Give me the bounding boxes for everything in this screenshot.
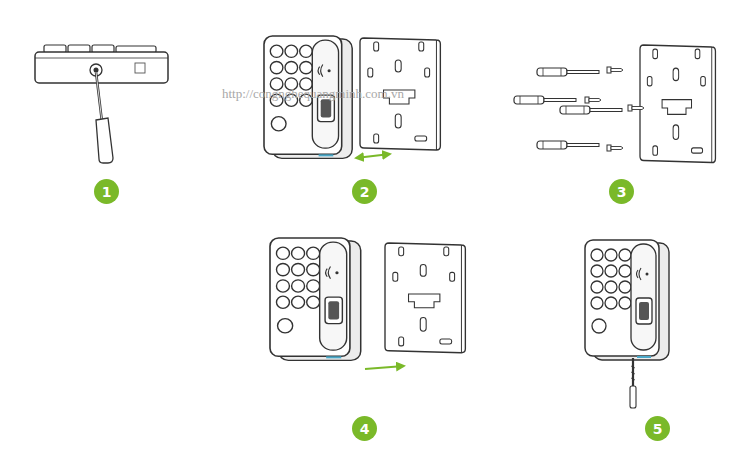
step5-mounted-device-part bbox=[632, 358, 634, 386]
step3-screw-plate-part bbox=[640, 45, 715, 163]
step4-device-and-plate-part bbox=[385, 243, 465, 353]
step3-screw-plate-part bbox=[560, 106, 622, 114]
step-number-circle: 1 bbox=[94, 179, 119, 204]
step-number: 1 bbox=[102, 185, 112, 199]
step-number: 2 bbox=[360, 185, 370, 199]
step3-screw-plate-part bbox=[514, 96, 576, 104]
step-number: 5 bbox=[653, 422, 663, 436]
step3-screw-plate-part bbox=[607, 67, 623, 73]
step5-mounted-device-part bbox=[631, 366, 635, 380]
step1-side-view-part bbox=[35, 52, 168, 83]
step5-mounted-device-part bbox=[585, 240, 669, 360]
step1-side-view-part bbox=[96, 72, 102, 122]
step3-screw-plate bbox=[514, 45, 715, 163]
step-number-circle: 4 bbox=[352, 416, 377, 441]
step3-screw-plate-part bbox=[628, 105, 644, 111]
step5-mounted-device-part bbox=[630, 386, 636, 408]
step-number: 4 bbox=[360, 422, 370, 436]
step1-side-view-part bbox=[35, 58, 168, 59]
step1-side-view-part bbox=[96, 118, 113, 163]
step-number-circle: 5 bbox=[645, 416, 670, 441]
step1-side-view-part bbox=[96, 72, 102, 122]
step-number: 3 bbox=[617, 185, 627, 199]
step3-screw-plate-part bbox=[607, 145, 623, 151]
step4-device-and-plate bbox=[270, 238, 465, 369]
step-number-circle: 3 bbox=[609, 179, 634, 204]
watermark: http://congnghequangminh.com.vn bbox=[222, 87, 404, 100]
step5-mounted-device bbox=[585, 240, 669, 408]
step4-device-and-plate-part bbox=[365, 366, 404, 369]
step3-screw-plate-part bbox=[537, 68, 599, 76]
step1-side-view-part bbox=[135, 63, 145, 73]
step2-device-and-plate-part bbox=[356, 154, 390, 158]
step4-device-and-plate-part bbox=[270, 238, 361, 360]
step3-screw-plate-part bbox=[537, 141, 599, 149]
step1-side-view-part bbox=[94, 68, 99, 73]
step3-screw-plate-part bbox=[585, 97, 601, 103]
step1-side-view bbox=[35, 45, 168, 163]
step-number-circle: 2 bbox=[352, 179, 377, 204]
